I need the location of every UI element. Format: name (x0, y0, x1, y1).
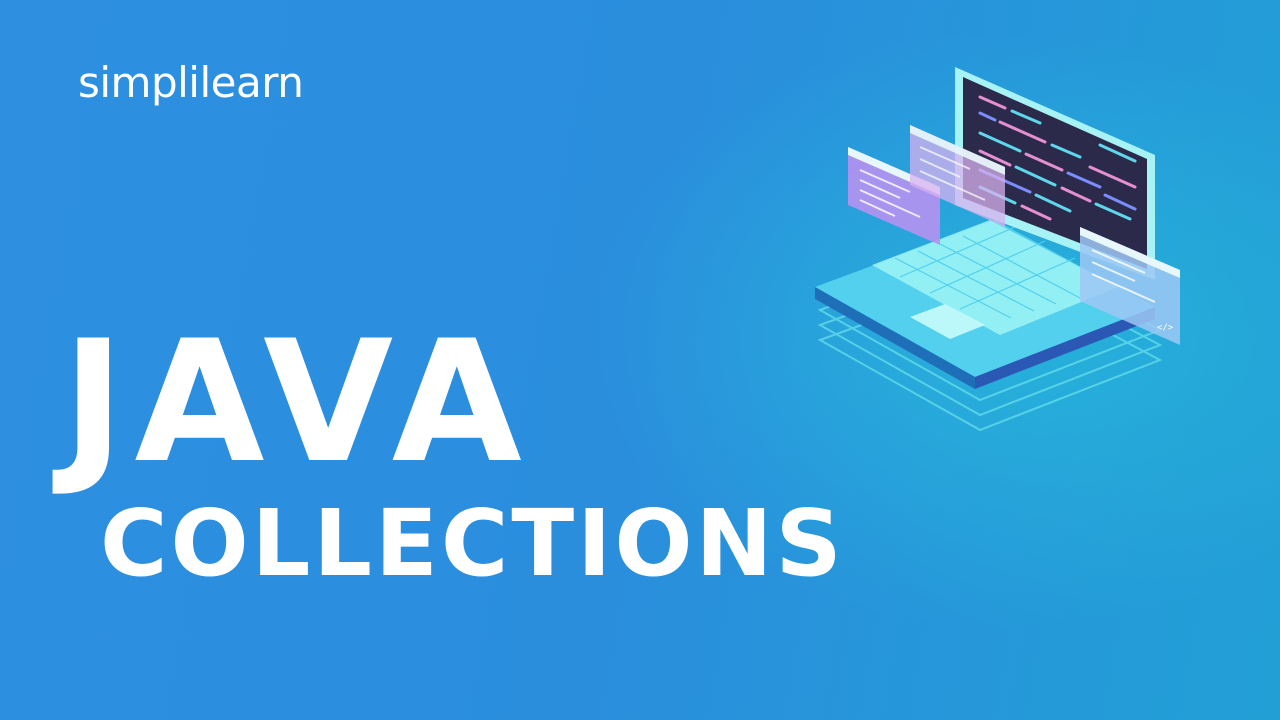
title-java: JAVA (62, 304, 532, 500)
laptop-screen (955, 67, 1155, 280)
code-badge: </> (1157, 323, 1174, 333)
simplilearn-logo: simplilearn (78, 58, 304, 107)
laptop-base (815, 220, 1155, 389)
floating-panel-center (910, 125, 1005, 227)
laptop-code-icon: </> (815, 67, 1180, 432)
floating-panel-right: </> (1080, 227, 1180, 345)
title-collections: COLLECTIONS (100, 490, 845, 597)
